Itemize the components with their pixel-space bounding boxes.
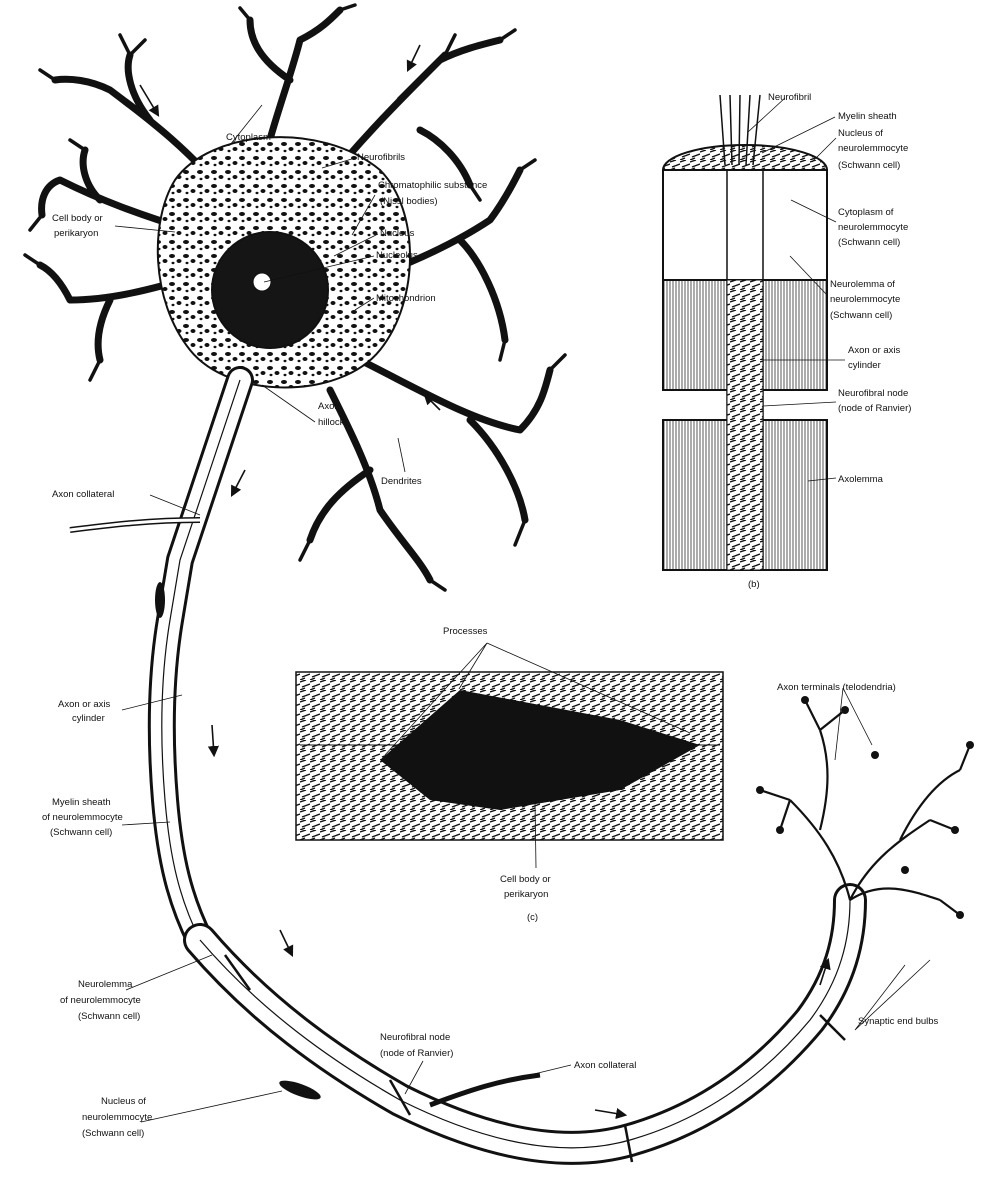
label-neurofibrils: Neurofibrils <box>357 152 405 163</box>
label-b-neurofibril: Neurofibril <box>768 92 811 103</box>
label-nucleus-neurolemmocyte-1: Nucleus of <box>101 1096 146 1107</box>
label-node-of-ranvier-1: Neurofibral node <box>380 1032 450 1043</box>
label-dendrites: Dendrites <box>381 476 422 487</box>
label-b-panel: (b) <box>748 579 760 590</box>
panel-c-micrograph <box>295 671 724 841</box>
label-axon-hillock-1: Axon <box>318 401 340 412</box>
label-b-nucleus-2: neurolemmocyte <box>838 143 908 154</box>
label-nucleus: Nucleus <box>380 228 415 239</box>
label-axon-cylinder-1: Axon or axis <box>58 699 111 710</box>
label-c-cell-body-1: Cell body or <box>500 874 551 885</box>
flow-arrows <box>139 44 831 1120</box>
label-node-of-ranvier-2: (node of Ranvier) <box>380 1048 453 1059</box>
myelinated-segments <box>155 582 867 1165</box>
label-cell-body-1: Cell body or <box>52 213 103 224</box>
panel-b-sheath <box>662 94 828 571</box>
label-axon-collateral: Axon collateral <box>52 489 114 500</box>
label-b-cytoplasm-2: neurolemmocyte <box>838 222 908 233</box>
label-cell-body-2: perikaryon <box>54 228 98 239</box>
label-b-myelin-sheath: Myelin sheath <box>838 111 897 122</box>
label-c-cell-body-2: perikaryon <box>504 889 548 900</box>
label-cytoplasm: Cytoplasm <box>226 132 271 143</box>
label-chromatophilic-1: Chromatophilic substance <box>378 180 487 191</box>
label-b-neurolemma-2: neurolemmocyte <box>830 294 900 305</box>
label-b-node-2: (node of Ranvier) <box>838 403 911 414</box>
label-b-nucleus-1: Nucleus of <box>838 128 883 139</box>
label-b-neurolemma-1: Neurolemma of <box>830 279 895 290</box>
label-b-cytoplasm-3: (Schwann cell) <box>838 237 900 248</box>
label-c-processes: Processes <box>443 626 488 637</box>
label-neurolemma-1: Neurolemma <box>78 979 133 990</box>
label-axon-collateral-2: Axon collateral <box>574 1060 636 1071</box>
nucleolus <box>252 272 272 292</box>
label-axon-cylinder-2: cylinder <box>72 713 105 724</box>
label-axon-hillock-2: hillock <box>318 417 345 428</box>
label-nucleus-neurolemmocyte-3: (Schwann cell) <box>82 1128 144 1139</box>
label-neurolemma-3: (Schwann cell) <box>78 1011 140 1022</box>
telodendria <box>756 696 974 919</box>
label-b-neurolemma-3: (Schwann cell) <box>830 310 892 321</box>
label-nucleus-neurolemmocyte-2: neurolemmocyte <box>82 1112 152 1123</box>
label-axon-terminals: Axon terminals (telodendria) <box>777 682 896 693</box>
label-b-node-1: Neurofibral node <box>838 388 908 399</box>
label-nucleolus: Nucleolus <box>376 250 418 261</box>
label-b-cytoplasm-1: Cytoplasm of <box>838 207 894 218</box>
label-chromatophilic-2: (Nissl bodies) <box>380 196 438 207</box>
label-synaptic-end-bulbs: Synaptic end bulbs <box>858 1016 939 1027</box>
label-neurolemma-2: of neurolemmocyte <box>60 995 141 1006</box>
cell-body <box>156 136 411 389</box>
axon-main <box>69 366 254 954</box>
label-b-axolemma: Axolemma <box>838 474 884 485</box>
label-mitochondrion: Mitochondrion <box>376 293 436 304</box>
labels: Cytoplasm Neurofibrils Chromatophilic su… <box>42 92 939 1139</box>
label-myelin-1: Myelin sheath <box>52 797 111 808</box>
label-b-nucleus-3: (Schwann cell) <box>838 160 900 171</box>
label-c-panel: (c) <box>527 912 538 923</box>
leader-lines <box>114 97 931 1123</box>
label-b-axon-2: cylinder <box>848 360 881 371</box>
label-myelin-3: (Schwann cell) <box>50 827 112 838</box>
label-b-axon-1: Axon or axis <box>848 345 901 356</box>
label-myelin-2: of neurolemmocyte <box>42 812 123 823</box>
nucleus <box>211 231 329 349</box>
